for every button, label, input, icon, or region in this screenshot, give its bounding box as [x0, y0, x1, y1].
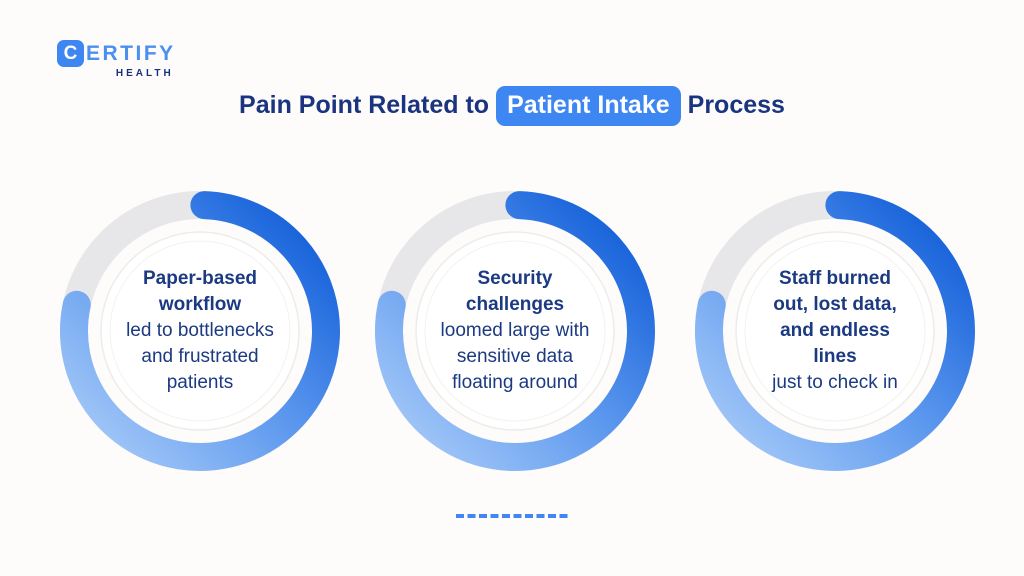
dashed-divider: [456, 514, 570, 518]
pain-point-text-3: Staff burned out, lost data, and endless…: [738, 234, 932, 428]
pain-point-text-2: Security challenges loomed large with se…: [418, 234, 612, 428]
pain-point-emphasis: Paper-based workflow: [142, 268, 258, 315]
progress-ring-graphic: [695, 191, 975, 471]
page-title-prefix: Pain Point Related to: [239, 91, 490, 119]
pain-point-text-1: Paper-based workflow led to bottlenecks …: [103, 234, 297, 428]
logo-wordmark: ERTIFY: [86, 41, 176, 65]
pain-point-emphasis: Security challenges: [465, 268, 565, 315]
pain-point-card-2: Security challenges loomed large with se…: [370, 186, 660, 476]
pain-point-detail: loomed large with sensitive data floatin…: [440, 320, 590, 393]
logo-subtitle: HEALTH: [115, 68, 174, 79]
logo-row: C ERTIFY: [57, 40, 176, 67]
pain-point-detail: just to check in: [772, 372, 898, 393]
certify-c-badge-icon: C: [57, 40, 84, 67]
page-title-suffix: Process: [687, 91, 785, 119]
pain-point-card-1: Paper-based workflow led to bottlenecks …: [55, 186, 345, 476]
title-highlight-patient-intake: Patient Intake: [496, 86, 681, 126]
pain-point-card-3: Staff burned out, lost data, and endless…: [690, 186, 980, 476]
pain-point-detail: led to bottlenecks and frustrated patien…: [126, 320, 274, 393]
pain-point-emphasis: Staff burned out, lost data, and endless…: [773, 268, 897, 367]
progress-ring-graphic: [375, 191, 655, 471]
progress-ring-graphic: [60, 191, 340, 471]
certify-health-logo: C ERTIFY HEALTH: [57, 40, 176, 79]
